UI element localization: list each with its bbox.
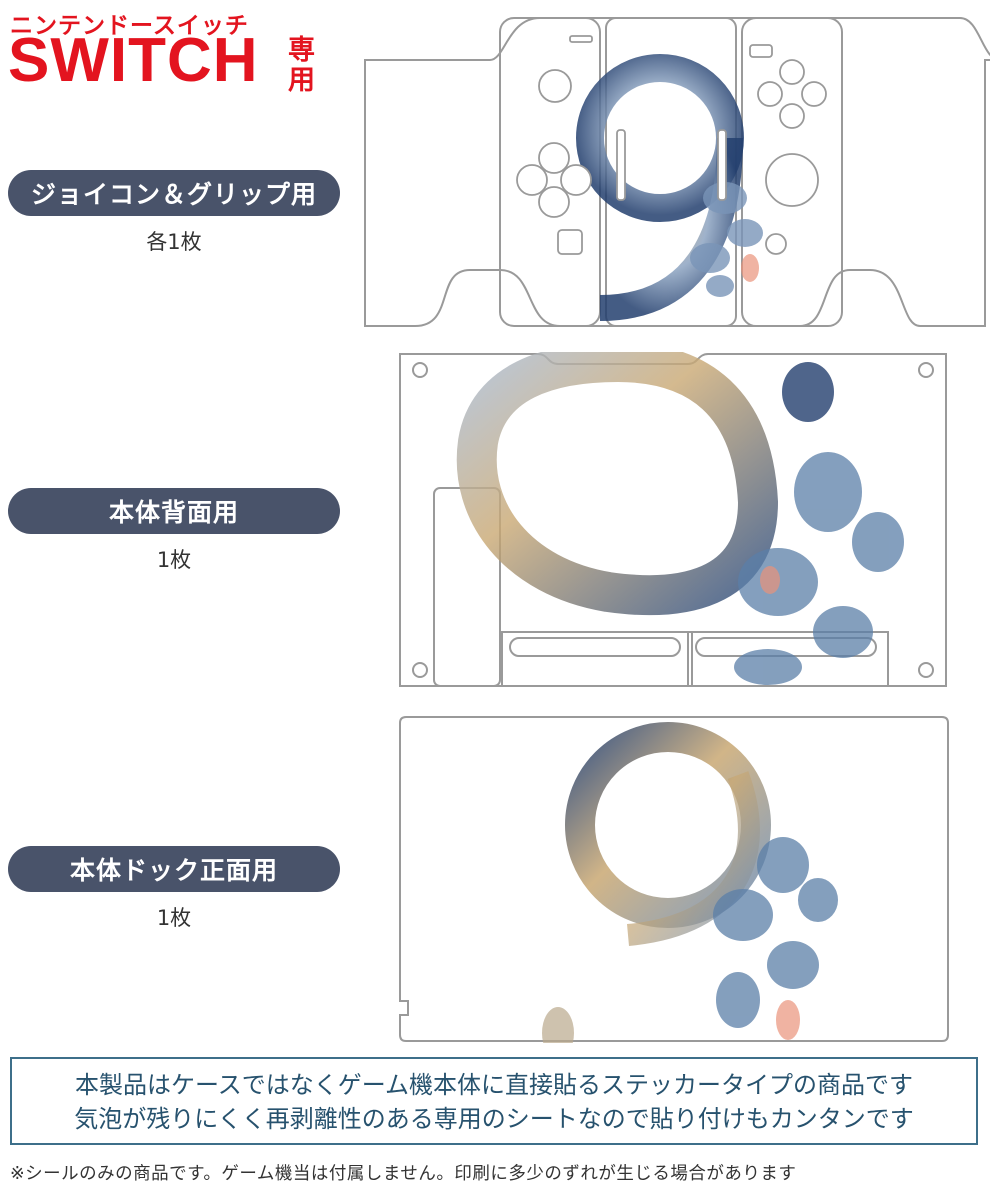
count-console-back: 1枚 (156, 548, 192, 572)
number-nine-motif (576, 54, 763, 321)
brand-subtitle: ニンテンドースイッチ (10, 13, 249, 39)
footnote: ※シールのみの商品です。ゲーム機当は付属しません。印刷に多少のずれが生じる場合が… (10, 1164, 797, 1184)
count-dock-front: 1枚 (156, 906, 192, 930)
notice-line-2: 気泡が残りにくく再剥離性のある専用のシートなので貼り付けもカンタンです (74, 1105, 914, 1133)
dock-front-sticker-preview (399, 716, 949, 1043)
product-notice: 本製品はケースではなくゲーム機本体に直接貼るステッカータイプの商品です 気泡が残… (10, 1057, 978, 1145)
brand-title: SWITCH (8, 26, 259, 95)
joycon-grip-sticker-preview (364, 17, 990, 327)
notice-line-1: 本製品はケースではなくゲーム機本体に直接貼るステッカータイプの商品です (74, 1071, 914, 1099)
label-console-back: 本体背面用 (8, 488, 340, 534)
number-nine-motif (542, 722, 838, 1043)
label-dock-front: 本体ドック正面用 (8, 846, 340, 892)
count-joycon-grip: 各1枚 (146, 230, 202, 254)
number-nine-motif (456, 352, 904, 685)
console-back-sticker-preview (399, 352, 947, 687)
brand-exclusive-label: 専用 (288, 35, 315, 96)
label-joycon-grip: ジョイコン＆グリップ用 (8, 170, 340, 216)
